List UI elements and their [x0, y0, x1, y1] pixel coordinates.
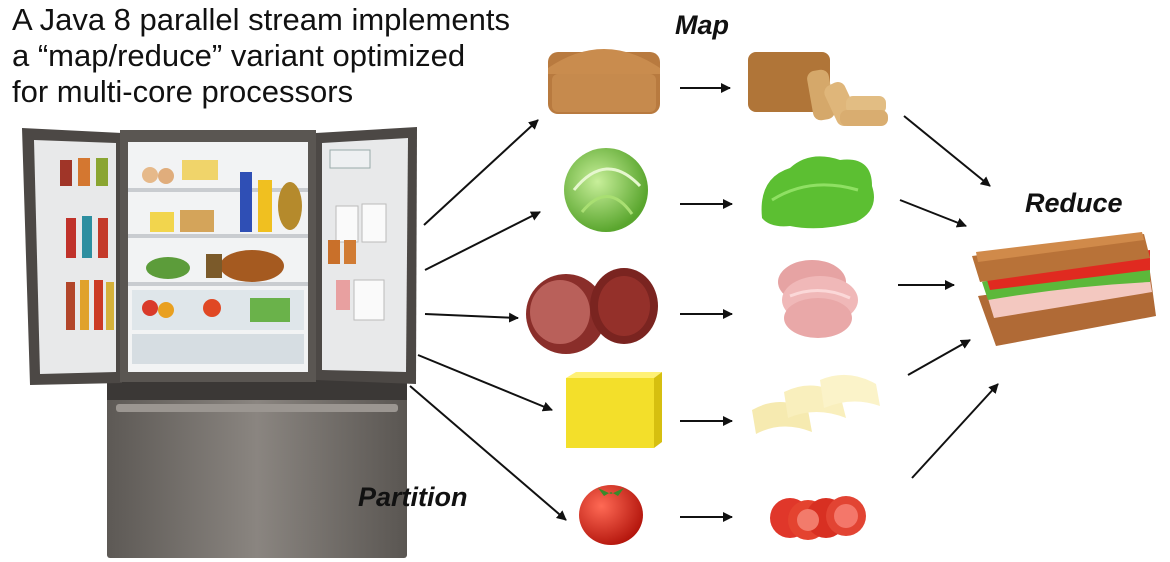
cheese-block-image [566, 372, 662, 448]
tomato-slices-image [770, 496, 866, 540]
bread-loaf-image [548, 49, 660, 114]
arrow-fridge-to-bread [423, 119, 539, 226]
headline-line-1: A Java 8 parallel stream implements [12, 2, 510, 37]
reduce-label: Reduce [1025, 188, 1123, 218]
cheese-slices-image [752, 374, 880, 434]
partition-label: Partition [358, 482, 468, 512]
refrigerator-image [22, 127, 417, 558]
map-label: Map [675, 10, 729, 40]
arrow-fridge-to-tomato [409, 385, 567, 521]
arrow-fridge-to-cheese [417, 354, 553, 412]
map-arrows [680, 83, 733, 522]
arrow-bread-reduce [903, 115, 991, 187]
arrow-lettuce-reduce [899, 199, 967, 228]
arrow-fridge-to-ham [424, 312, 519, 323]
sliced-bread-image [748, 52, 888, 126]
partition-arrows [409, 119, 567, 521]
arrow-fridge-to-lettuce [424, 211, 541, 271]
arrow-tomato-reduce [911, 383, 999, 479]
tomato-image [579, 485, 643, 545]
lettuce-head-image [564, 148, 648, 232]
headline-line-3: for multi-core processors [12, 74, 354, 109]
headline-line-2: a “map/reduce” variant optimized [12, 38, 466, 73]
ham-slices-image [778, 260, 858, 338]
lettuce-leaves-image [761, 156, 874, 229]
arrow-cheese-reduce [907, 339, 971, 376]
headline-text: A Java 8 parallel stream implements a “m… [12, 2, 510, 110]
sandwich-image [972, 232, 1156, 346]
reduce-arrows [898, 115, 999, 479]
ham-image [526, 268, 658, 354]
